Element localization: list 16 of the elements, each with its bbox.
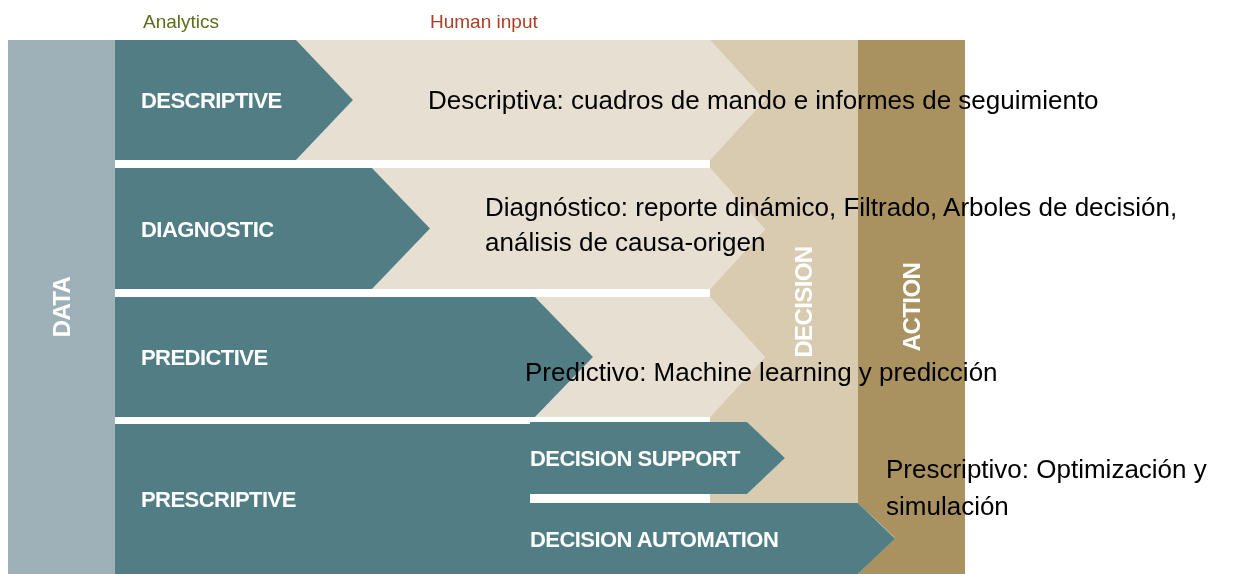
column-heading: Human input bbox=[430, 10, 538, 34]
stage-label: ACTION bbox=[896, 262, 926, 352]
sub-stage-band bbox=[530, 422, 785, 494]
stage-label: DECISION SUPPORT bbox=[530, 444, 740, 473]
stage-band bbox=[115, 168, 430, 289]
stage-band bbox=[115, 40, 353, 160]
column-heading: Analytics bbox=[143, 10, 220, 34]
stage-label: DECISION AUTOMATION bbox=[530, 525, 779, 553]
stage-panel bbox=[115, 424, 530, 574]
stage-label: DECISION bbox=[789, 245, 818, 358]
stage-label: PRESCRIPTIVE bbox=[141, 485, 296, 514]
data-bar bbox=[8, 40, 115, 574]
stage-label: DIAGNOSTIC bbox=[141, 215, 274, 243]
stage-label: DESCRIPTIVE bbox=[141, 86, 282, 115]
stage-label: DATA bbox=[46, 276, 76, 338]
stage-label: PREDICTIVE bbox=[141, 343, 268, 372]
